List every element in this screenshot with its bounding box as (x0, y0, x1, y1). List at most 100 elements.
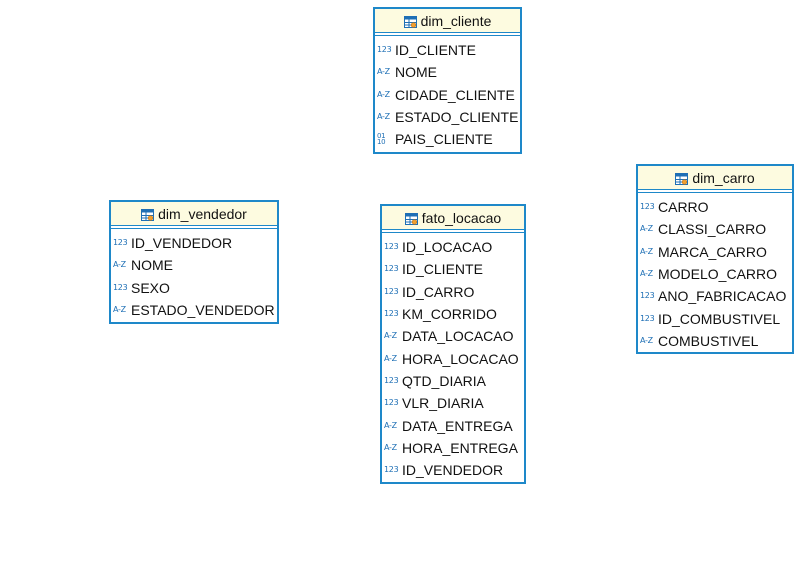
string-type-icon: A-Z (640, 246, 653, 256)
table-icon (675, 172, 689, 185)
string-type-icon: A-Z (640, 224, 653, 234)
header-divider (375, 32, 520, 36)
column-name: CIDADE_CLIENTE (395, 86, 515, 103)
column-row[interactable]: A-Z MARCA_CARRO (638, 241, 792, 263)
numeric-type-icon: 123 (384, 309, 399, 319)
column-row[interactable]: A-Z ESTADO_VENDEDOR (111, 299, 277, 321)
table-header[interactable]: dim_cliente (375, 9, 520, 32)
string-type-icon: A-Z (377, 89, 390, 99)
column-name: HORA_ENTREGA (402, 439, 518, 456)
table-icon (141, 208, 155, 221)
string-type-icon: A-Z (113, 260, 126, 270)
column-row[interactable]: A-Z HORA_ENTREGA (382, 437, 524, 459)
column-name: MARCA_CARRO (658, 243, 767, 260)
table-name: dim_vendedor (158, 205, 247, 222)
column-name: NOME (131, 257, 173, 274)
column-name: ID_CLIENTE (395, 42, 476, 59)
column-name: CARRO (658, 199, 709, 216)
numeric-type-icon: 123 (113, 238, 128, 248)
table-icon (403, 15, 417, 28)
numeric-type-icon: 123 (384, 286, 399, 296)
column-row[interactable]: A-Z HORA_LOCACAO (382, 347, 524, 369)
table-header[interactable]: fato_locacao (382, 206, 524, 229)
column-name: ID_VENDEDOR (131, 235, 233, 252)
column-name: ID_CARRO (402, 283, 475, 300)
string-type-icon: A-Z (384, 353, 397, 363)
column-name: COMBUSTIVEL (658, 332, 759, 349)
header-divider (382, 229, 524, 233)
column-name: VLR_DIARIA (402, 395, 484, 412)
numeric-type-icon: 123 (384, 264, 399, 274)
numeric-type-icon: 123 (384, 398, 399, 408)
string-type-icon: A-Z (640, 269, 653, 279)
column-row[interactable]: 01 10 PAIS_CLIENTE (375, 128, 520, 150)
numeric-type-icon: 123 (384, 465, 399, 475)
header-divider (638, 189, 792, 193)
string-type-icon: A-Z (113, 305, 126, 315)
string-type-icon: A-Z (384, 442, 397, 452)
binary-type-icon: 01 10 (377, 132, 386, 147)
numeric-type-icon: 123 (640, 202, 655, 212)
column-name: ID_CLIENTE (402, 261, 483, 278)
column-name: SEXO (131, 279, 170, 296)
column-row[interactable]: A-Z CLASSI_CARRO (638, 218, 792, 240)
column-name: KM_CORRIDO (402, 306, 497, 323)
numeric-type-icon: 123 (640, 291, 655, 301)
column-name: ID_LOCACAO (402, 239, 493, 256)
table-name: dim_cliente (420, 12, 492, 29)
table-header[interactable]: dim_vendedor (111, 202, 277, 225)
column-name: DATA_LOCACAO (402, 328, 514, 345)
column-name: PAIS_CLIENTE (395, 131, 493, 148)
numeric-type-icon: 123 (384, 242, 399, 252)
numeric-type-icon: 123 (384, 375, 399, 385)
column-name: DATA_ENTREGA (402, 417, 513, 434)
table-icon (404, 212, 418, 225)
column-name: ID_COMBUSTIVEL (658, 310, 781, 327)
column-name: ESTADO_VENDEDOR (131, 302, 275, 319)
header-divider (111, 225, 277, 229)
numeric-type-icon: 123 (640, 313, 655, 323)
column-row[interactable]: A-Z DATA_LOCACAO (382, 325, 524, 347)
column-name: HORA_LOCACAO (402, 350, 519, 367)
column-name: CLASSI_CARRO (658, 221, 767, 238)
numeric-type-icon: 123 (113, 282, 128, 292)
column-row[interactable]: A-Z DATA_ENTREGA (382, 414, 524, 436)
table-name: dim_carro (692, 169, 755, 186)
column-name: ANO_FABRICACAO (658, 288, 787, 305)
column-row[interactable]: A-Z CIDADE_CLIENTE (375, 84, 520, 106)
column-row[interactable]: A-Z MODELO_CARRO (638, 263, 792, 285)
column-name: MODELO_CARRO (658, 266, 778, 283)
table-header[interactable]: dim_carro (638, 166, 792, 189)
string-type-icon: A-Z (384, 331, 397, 341)
column-name: QTD_DIARIA (402, 372, 487, 389)
column-name: ESTADO_CLIENTE (395, 109, 519, 126)
column-name: NOME (395, 64, 437, 81)
string-type-icon: A-Z (384, 420, 397, 430)
column-name: ID_VENDEDOR (402, 462, 504, 479)
column-row[interactable]: A-Z NOME (111, 254, 277, 276)
numeric-type-icon: 123 (377, 45, 392, 55)
